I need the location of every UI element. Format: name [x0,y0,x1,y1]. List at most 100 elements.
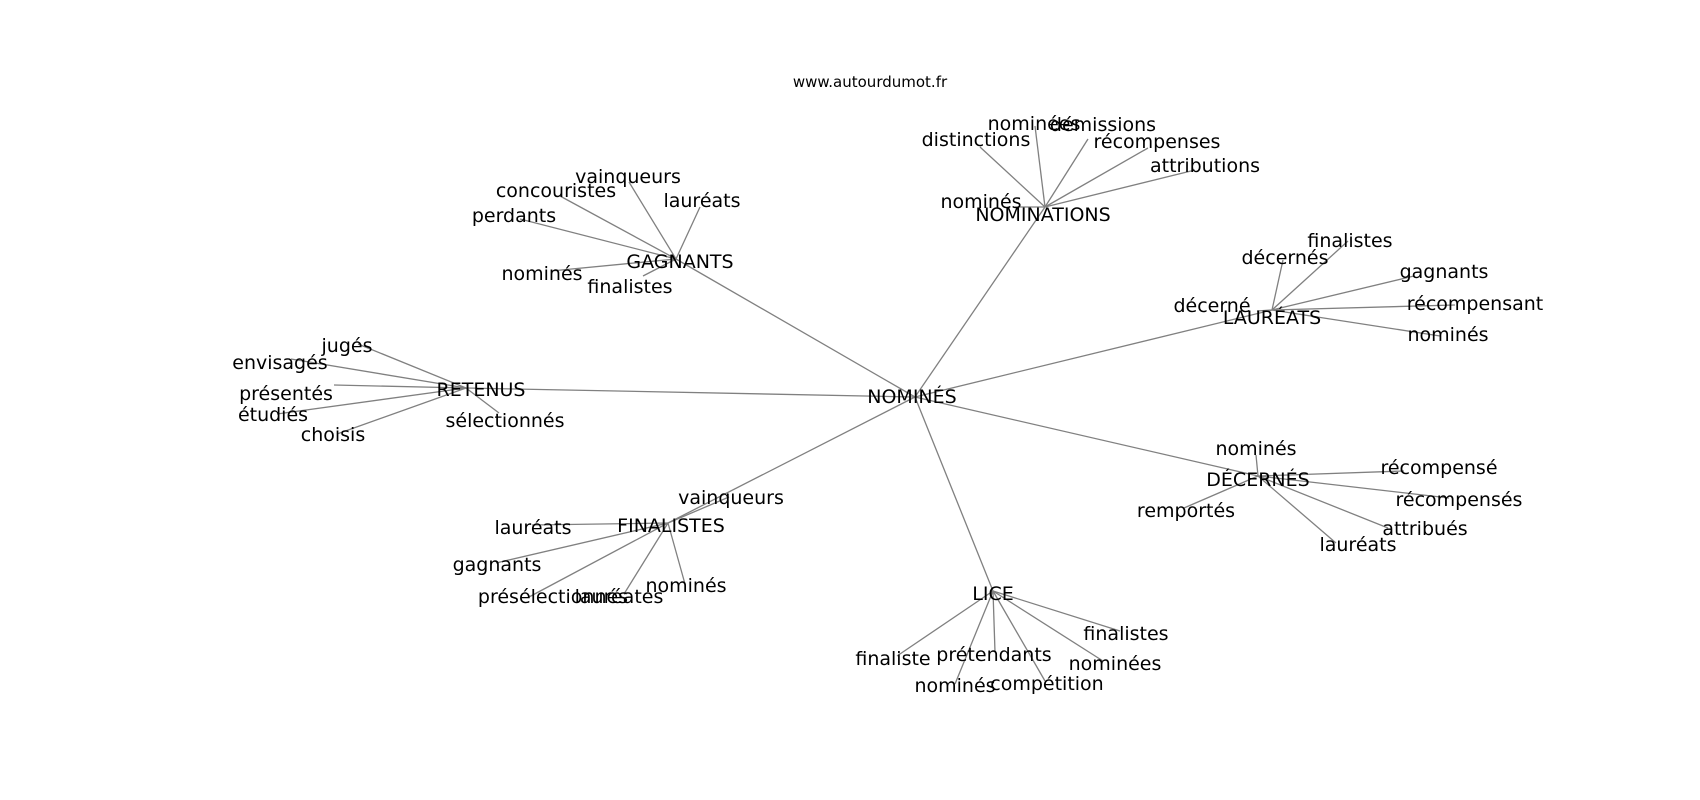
hub-node-label: RETENUS [437,379,526,401]
leaf-label: récompenses [1094,131,1221,153]
edge-h3-leaf-3 [1271,304,1456,311]
leaf-label: présélectionnés [478,586,628,608]
leaf-label: lauréats [1319,534,1396,556]
edge-h5-leaf-4 [1257,475,1389,529]
hub-node-label: GAGNANTS [626,251,733,273]
leaf-label: récompensé [1380,457,1497,479]
edge-h1-leaf-4 [1044,169,1196,208]
leaf-label: démissions [1050,114,1156,136]
leaf-label: gagnants [1400,261,1489,283]
edge-h3-leaf-0 [1271,240,1349,311]
center-node-label: NOMINÉS [867,385,956,408]
edge-h6-leaf-2 [495,522,669,564]
leaf-label: présentés [239,383,333,405]
edge-h3-leaf-2 [1271,275,1415,311]
hub-node-label: LAURÉATS [1223,306,1321,329]
edge-h4-leaf-5 [465,387,500,414]
leaf-label: récompensant [1407,293,1544,315]
edge-h7-leaf-1 [896,590,994,657]
leaf-label: nominés [1215,438,1296,460]
edge-h2-leaf-0 [628,181,677,260]
leaf-label: nominées [1069,653,1162,675]
leaf-label: lauréates [575,586,664,608]
edge-h2-leaf-3 [519,218,677,260]
leaf-label: vainqueurs [678,487,784,509]
leaf-label: nominées [988,113,1081,135]
edge-center-h5 [914,396,1259,477]
leaf-label: nominés [914,675,995,697]
edge-h7-leaf-5 [992,590,1046,682]
leaf-label: perdants [472,205,556,227]
leaf-label: concouristes [496,180,616,202]
edge-h4-leaf-4 [336,387,467,435]
edge-center-h1 [914,206,1046,398]
leaf-label: gagnants [453,554,542,576]
edge-center-h6 [667,396,916,524]
edge-h4-leaf-1 [290,358,467,389]
edge-h2-leaf-1 [559,195,677,260]
leaf-label: attributions [1150,155,1260,177]
leaf-label: finalistes [587,276,672,298]
edge-h6-leaf-1 [531,522,669,526]
hub-node-label: FINALISTES [617,515,725,537]
leaf-label: finalistes [1307,230,1392,252]
edge-center-h7 [914,396,994,592]
leaf-label: vainqueurs [575,166,681,188]
edge-h5-leaf-2 [1183,475,1259,509]
edge-h5-leaf-1 [1257,470,1405,477]
edge-h1-leaf-0 [1034,125,1046,208]
edge-h5-leaf-5 [1257,475,1337,544]
hub-node-label: DÉCERNÉS [1206,468,1309,491]
edge-h7-leaf-3 [992,590,1104,662]
edge-h6-leaf-3 [528,522,669,598]
edge-h4-leaf-2 [333,384,467,389]
edge-h2-leaf-4 [550,258,677,272]
source-label: www.autourdumot.fr [793,73,948,91]
edge-h1-leaf-1 [1044,138,1089,208]
edge-h3-leaf-4 [1256,309,1273,312]
leaf-label: nominés [645,575,726,597]
edge-h7-leaf-4 [954,590,994,685]
edge-h4-leaf-0 [357,343,467,389]
edge-h7-leaf-0 [992,590,1121,632]
leaf-label: nominés [940,191,1021,213]
leaf-label: nominés [501,263,582,285]
leaf-label: remportés [1137,500,1235,522]
edge-center-h2 [675,258,916,398]
graph-edges [276,125,1456,685]
leaf-label: distinctions [922,129,1031,151]
edge-h7-leaf-2 [992,590,996,653]
hub-node-label: LICE [972,583,1013,605]
leaf-label: récompensés [1396,489,1523,511]
edge-h6-leaf-4 [623,522,669,595]
edge-h4-leaf-3 [276,387,467,415]
edge-h6-leaf-5 [667,522,686,585]
leaf-label: attribués [1382,518,1467,540]
leaf-label: lauréats [494,517,571,539]
leaf-label: finalistes [1083,623,1168,645]
leaf-label: nominés [1407,324,1488,346]
leaf-label: choisis [301,424,365,446]
edge-h2-leaf-2 [675,206,701,260]
edge-h2-leaf-5 [642,258,677,277]
leaf-label: étudiés [238,404,308,426]
leaf-label: envisagés [232,352,327,374]
edge-center-h3 [914,309,1273,398]
leaf-label: jugés [321,335,373,357]
leaf-label: lauréats [663,190,740,212]
leaf-label: décerné [1173,295,1250,317]
edge-center-h4 [465,387,916,398]
hub-node-label: NOMINATIONS [975,204,1110,226]
leaf-label: sélectionnés [445,410,564,432]
leaf-label: finaliste [855,648,930,670]
edge-h1-leaf-3 [1044,147,1149,208]
leaf-label: décernés [1242,247,1329,269]
edge-h6-leaf-0 [667,496,730,524]
leaf-label: compétition [990,673,1103,695]
edge-h5-leaf-0 [1255,454,1259,477]
edge-h5-leaf-3 [1257,475,1450,499]
edge-h3-leaf-1 [1271,259,1284,311]
edge-h1-leaf-2 [979,146,1046,208]
